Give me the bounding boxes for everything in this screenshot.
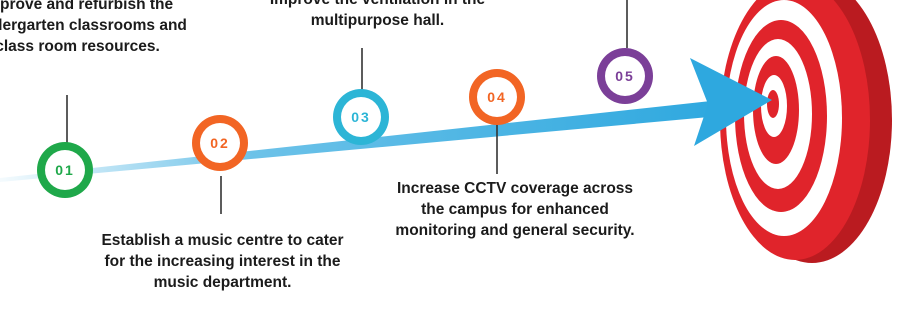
milestone-02: 02 xyxy=(192,115,248,171)
milestone-03-number: 03 xyxy=(351,109,371,125)
bullseye-target-icon xyxy=(720,0,892,263)
milestone-04-number: 04 xyxy=(487,89,507,105)
milestone-01-text: Improve and refurbish the Kindergarten c… xyxy=(0,0,187,55)
milestone-04: 04 xyxy=(469,69,525,125)
milestone-01: 01 xyxy=(37,142,93,198)
connector-lines xyxy=(66,0,628,214)
milestone-05-number: 05 xyxy=(615,68,635,84)
milestone-05: 05 xyxy=(597,48,653,104)
milestone-02-number: 02 xyxy=(210,135,230,151)
milestone-02-text: Establish a music centre to cater for th… xyxy=(101,232,344,291)
milestone-03-text: Improve the ventilation in the multipurp… xyxy=(270,0,485,29)
milestone-04-text: Increase CCTV coverage across the campus… xyxy=(395,180,635,239)
milestone-01-number: 01 xyxy=(55,162,75,178)
milestone-03: 03 xyxy=(333,89,389,145)
